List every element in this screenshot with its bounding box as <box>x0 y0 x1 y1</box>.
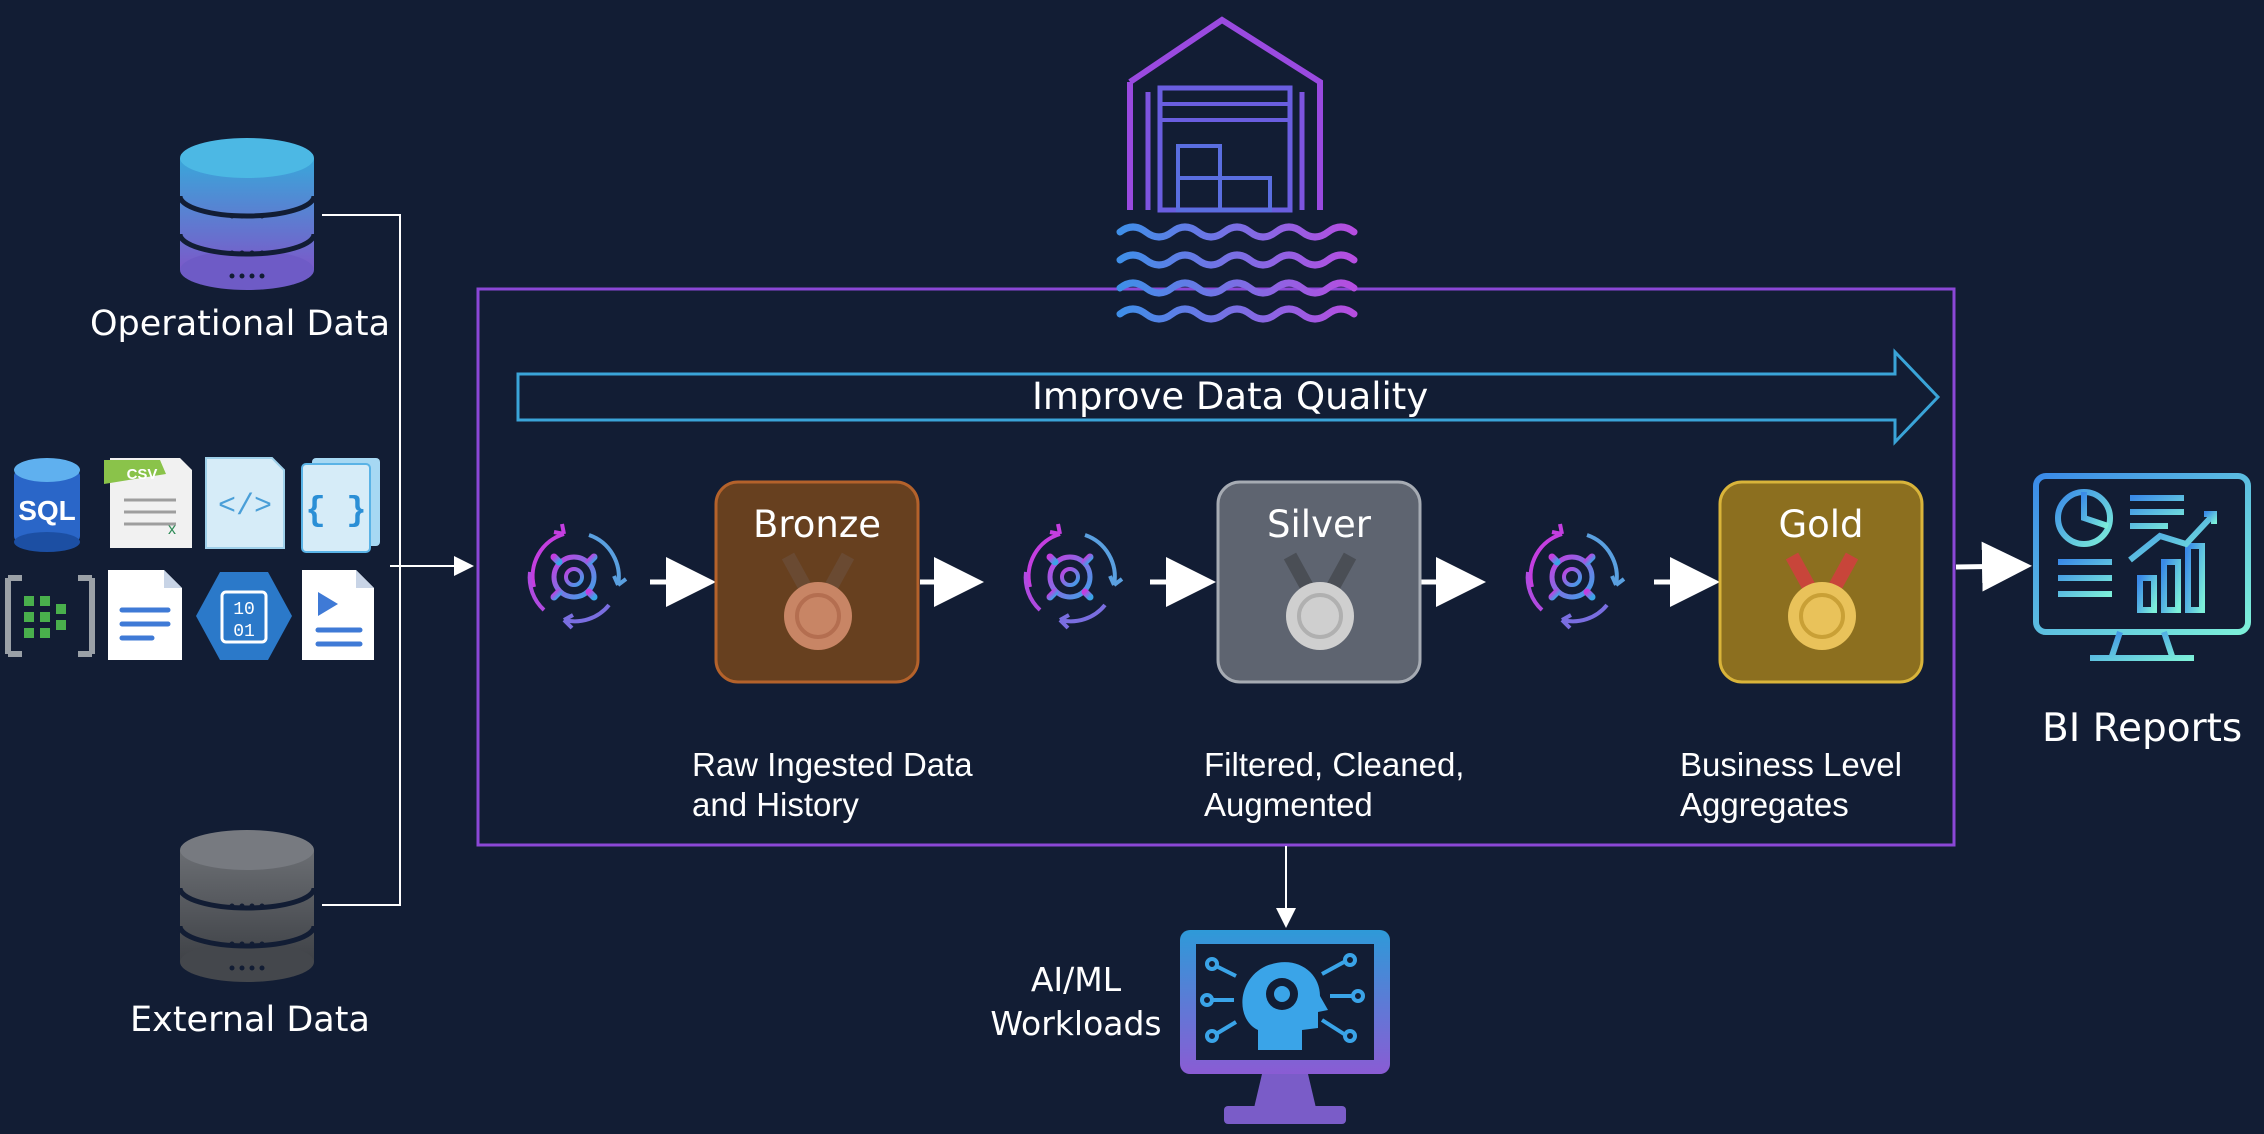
gold-stage-title: Gold <box>1778 503 1864 546</box>
media-file-icon <box>302 570 374 660</box>
svg-text:</>: </> <box>218 490 272 524</box>
bronze-description-line-2: and History <box>692 786 859 823</box>
svg-text:x: x <box>168 521 176 538</box>
binary-data-icon: 10 01 <box>196 572 292 660</box>
silver-medal-icon <box>1283 552 1357 650</box>
flow-arrows <box>650 541 2032 607</box>
ai-ml-workload-icon <box>1180 930 1390 1124</box>
source-connector <box>322 214 474 906</box>
external-data-label: External Data <box>130 1000 370 1040</box>
json-file-icon: { } <box>301 458 380 553</box>
svg-text:CSV: CSV <box>127 466 158 483</box>
bronze-medal-icon <box>781 552 855 650</box>
gold-stage-description: Business Level Aggregates <box>1680 745 1902 825</box>
sql-database-icon: SQL <box>14 458 80 552</box>
svg-text:01: 01 <box>233 622 255 642</box>
csv-file-icon: CSV x <box>104 458 192 548</box>
svg-text:10: 10 <box>233 600 255 620</box>
transform-cycle-icon-1 <box>530 524 626 628</box>
quality-banner-label: Improve Data Quality <box>1032 375 1429 418</box>
external-database-icon <box>177 830 317 982</box>
warehouse-icon <box>1127 16 1323 213</box>
gold-description-line-2: Aggregates <box>1680 786 1849 823</box>
svg-text:{ }: { } <box>305 493 366 531</box>
ai-ml-label-line-1: AI/ML <box>1030 960 1122 999</box>
silver-stage-description: Filtered, Cleaned, Augmented <box>1204 745 1464 825</box>
code-file-icon: </> <box>205 457 285 549</box>
operational-data-label: Operational Data <box>90 304 391 344</box>
lake-waves-icon <box>1116 223 1358 323</box>
gold-description-line-1: Business Level <box>1680 746 1902 783</box>
silver-medal-box <box>1216 480 1422 684</box>
bi-reports-label: BI Reports <box>2042 706 2243 751</box>
transform-cycle-icon-3 <box>1528 524 1624 628</box>
transform-cycle-icon-2 <box>1026 524 1122 628</box>
gold-medal-box <box>1718 480 1924 684</box>
bronze-stage-title: Bronze <box>752 503 882 546</box>
bronze-medal-box <box>714 480 920 684</box>
event-hub-icon <box>5 575 95 657</box>
silver-stage-title: Silver <box>1267 503 1371 546</box>
gold-medal-icon <box>1785 552 1859 650</box>
bronze-description-line-1: Raw Ingested Data <box>692 746 973 783</box>
operational-database-icon <box>177 138 317 290</box>
silver-description-line-1: Filtered, Cleaned, <box>1204 746 1465 783</box>
quality-banner-arrow <box>516 348 1941 446</box>
svg-text:SQL: SQL <box>18 495 76 526</box>
bronze-stage-description: Raw Ingested Data and History <box>692 745 973 825</box>
bi-report-dashboard-icon <box>2033 473 2251 661</box>
silver-description-line-2: Augmented <box>1204 786 1373 823</box>
ai-ml-label-line-2: Workloads <box>990 1004 1162 1043</box>
document-file-icon <box>108 570 182 660</box>
ai-ml-label: AI/ML Workloads <box>986 958 1166 1046</box>
